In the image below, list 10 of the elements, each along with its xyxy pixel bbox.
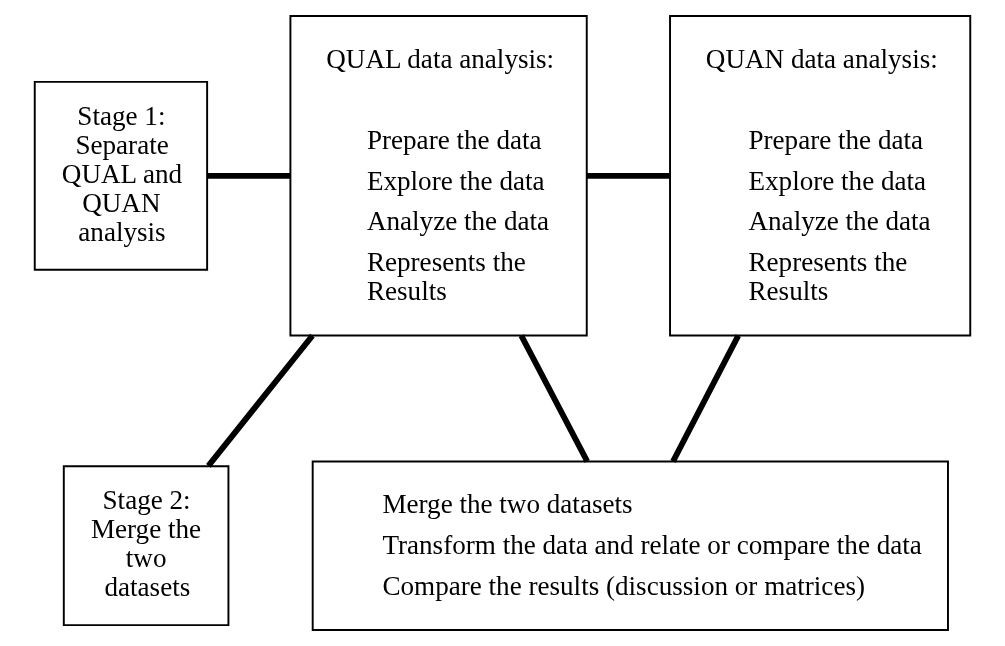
connector: [518, 334, 590, 463]
node-box: Merge the two datasets Transform the data and relate or compare the data Compare the results (discussion or matrices): [311, 460, 949, 631]
node-box: QUAL data analysis: Prepare the data Explore the data Analyze the data Represents the Results: [289, 15, 588, 337]
node-box: Stage 1: Separate QUAL and QUAN analysis: [33, 80, 209, 271]
connector: [670, 334, 741, 463]
connector: [207, 172, 291, 179]
node-box: Stage 2: Merge the two datasets: [62, 465, 230, 627]
connector: [206, 333, 315, 468]
node-box: QUAN data analysis: Prepare the data Explore the data Analyze the data Represents the Results: [669, 15, 972, 337]
connector: [586, 172, 670, 179]
